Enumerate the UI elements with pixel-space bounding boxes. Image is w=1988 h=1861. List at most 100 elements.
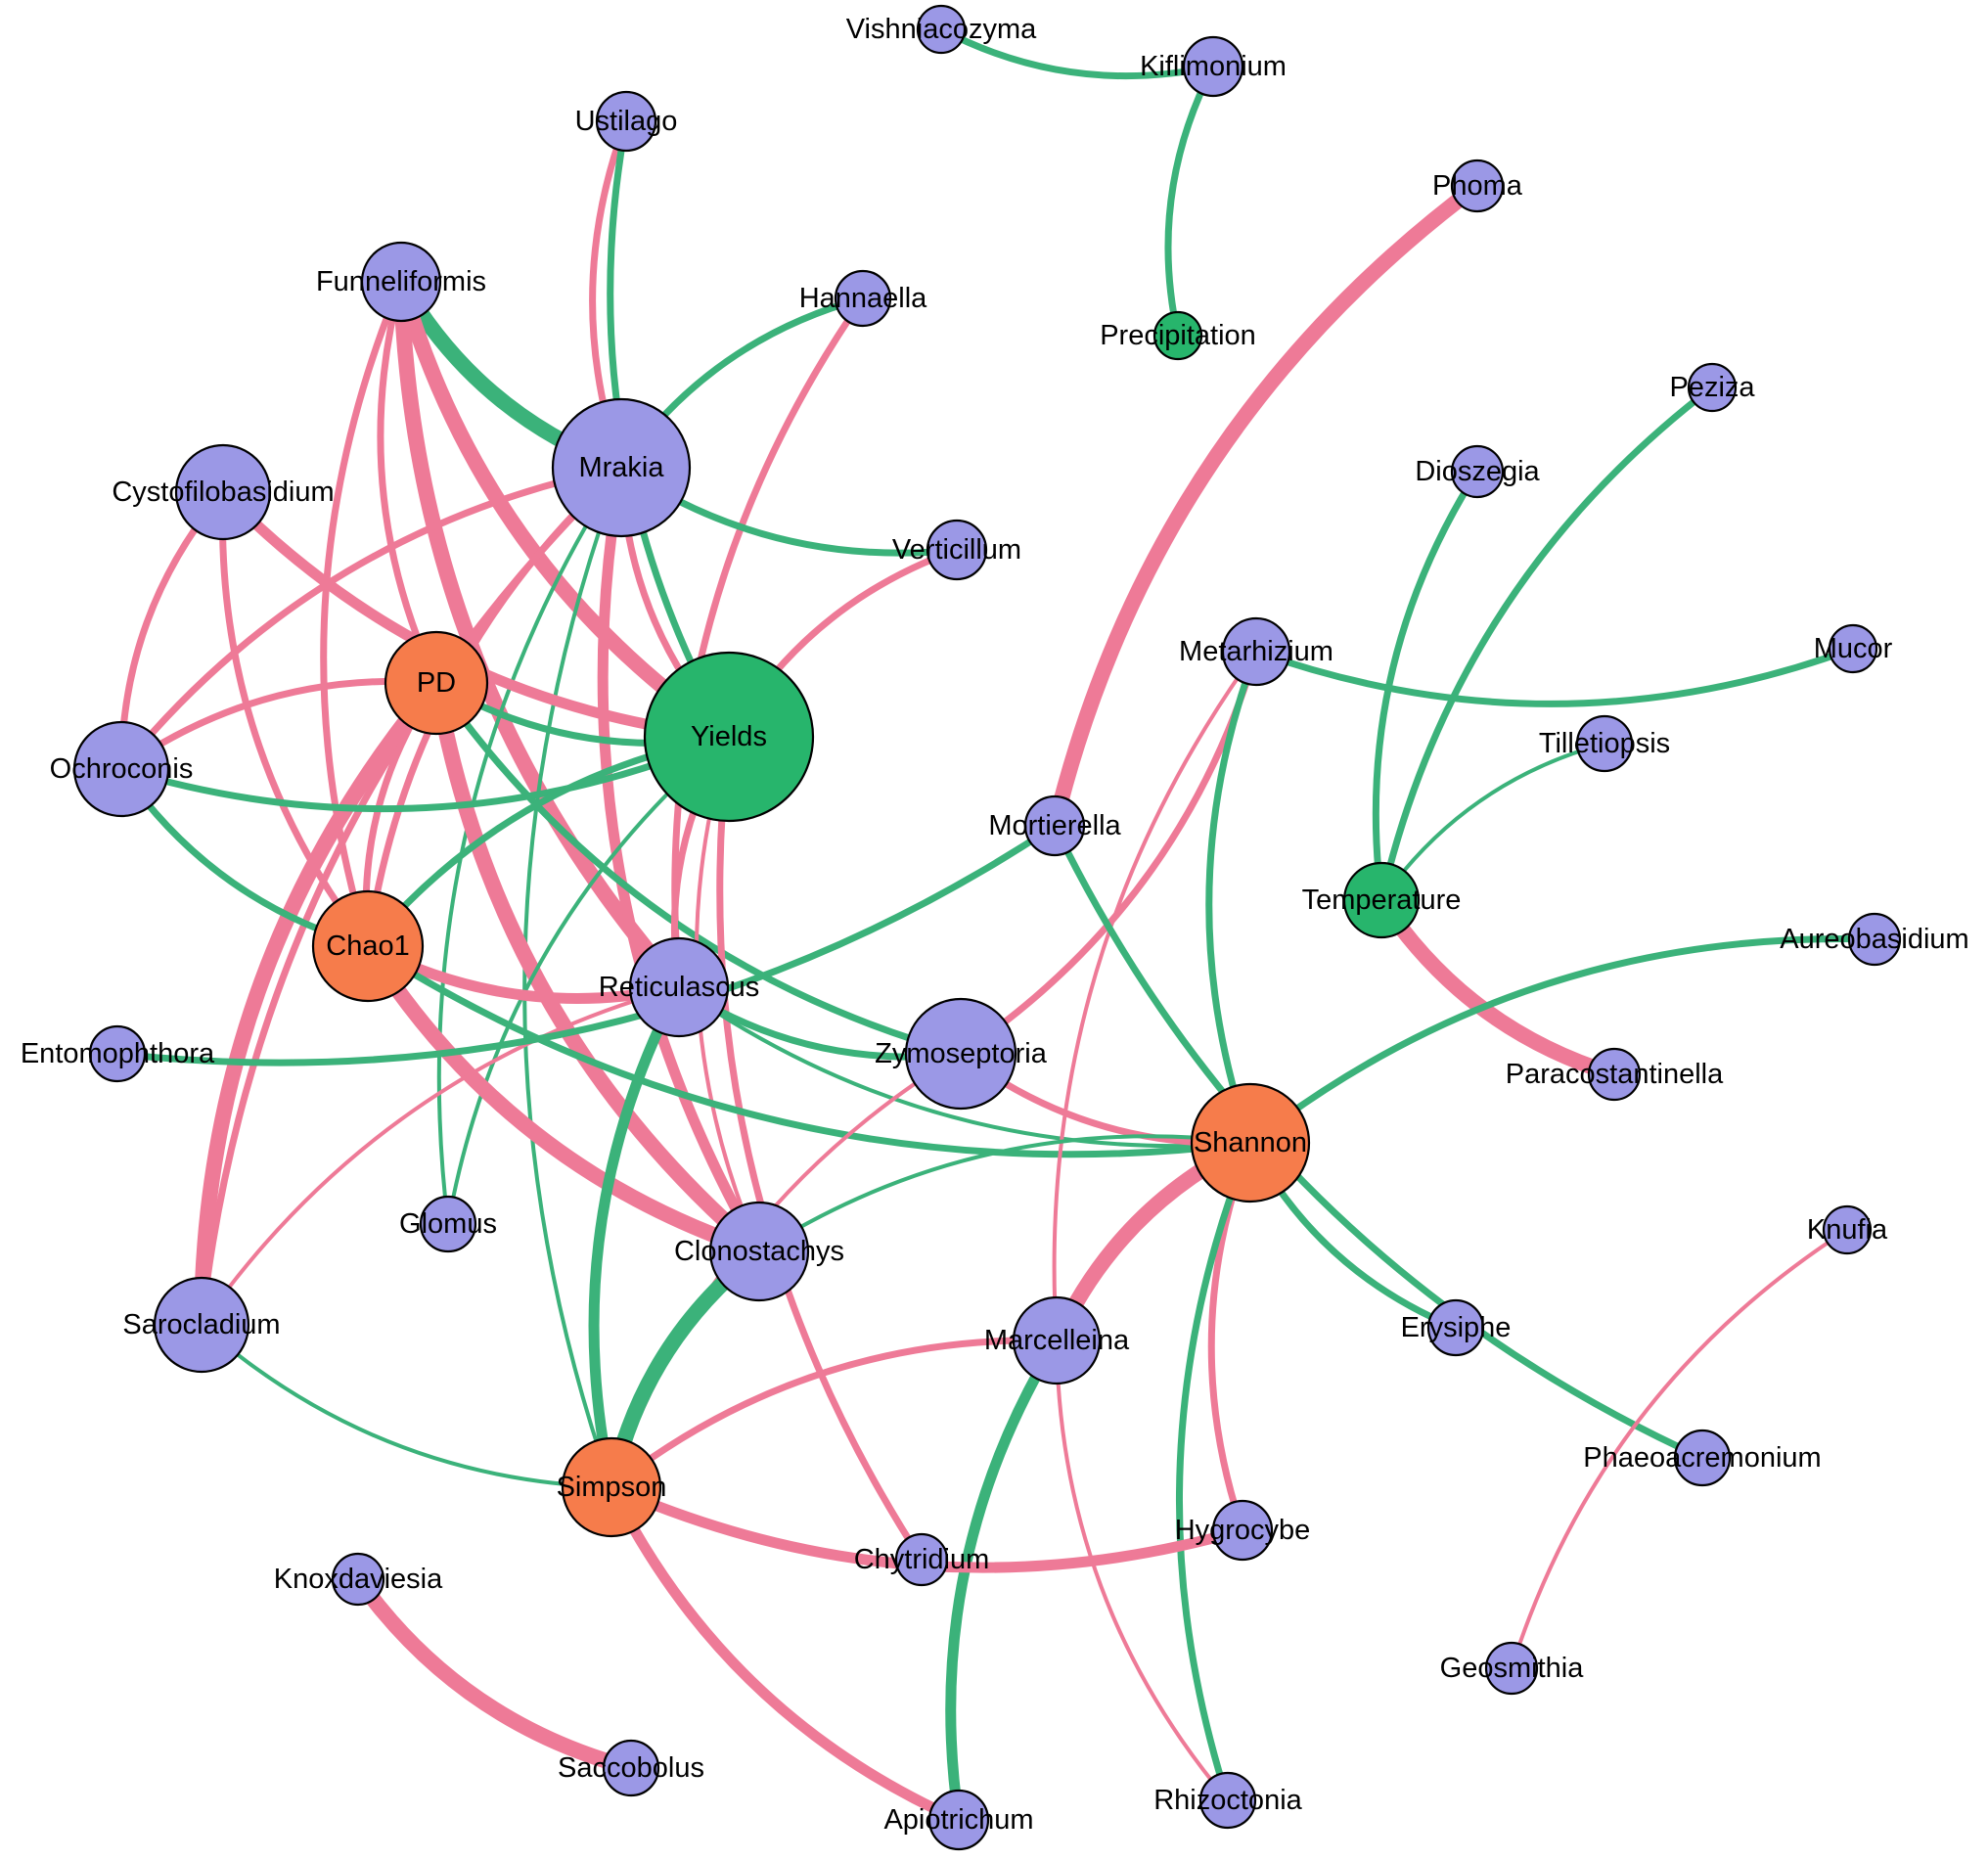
node-circle-glomus — [419, 1195, 477, 1253]
node-chytridium: Chytridium — [854, 1532, 990, 1587]
node-tilletiopsis: Tilletiopsis — [1539, 714, 1670, 773]
node-circle-marcelleina — [1012, 1295, 1102, 1385]
node-label-aureobasidium: Aureobasidium — [1780, 924, 1968, 955]
node-glomus: Glomus — [399, 1195, 497, 1253]
node-circle-precipitation — [1152, 310, 1203, 361]
node-peziza: Peziza — [1669, 362, 1755, 413]
edge-reticulascus-sarocladium — [200, 985, 681, 1327]
node-circle-geosmithia — [1484, 1641, 1539, 1696]
node-circle-erysiphe — [1426, 1298, 1485, 1357]
edge-temperature-paracostantinella — [1374, 892, 1622, 1082]
node-chao1: Chao1 — [311, 889, 425, 1003]
node-label-hygrocybe: Hygrocybe — [1175, 1515, 1311, 1546]
node-yields: Yields — [643, 651, 815, 823]
edge-entomophthora-mortierella — [113, 822, 1059, 1067]
node-dioszegia: Dioszegia — [1415, 444, 1541, 499]
node-circle-ustilago — [595, 90, 657, 153]
node-phaeoacremonium: Phaeoacremonium — [1583, 1429, 1822, 1487]
node-label-clonostachys: Clonostachys — [674, 1236, 844, 1267]
node-aureobasidium: Aureobasidium — [1780, 912, 1969, 967]
node-circle-aureobasidium — [1847, 912, 1902, 967]
node-layer: VishniacozymaKiflimoniumUstilagoPhomaFun… — [21, 4, 1969, 1851]
node-circle-zymoseptoria — [904, 997, 1017, 1111]
node-metarhizium: Metarhizium — [1179, 616, 1333, 687]
node-circle-mortierella — [1023, 794, 1086, 857]
node-shannon: Shannon — [1190, 1082, 1311, 1203]
edge-funneliformis-pd — [377, 278, 440, 687]
node-hannaella: Hannaella — [799, 269, 927, 328]
node-circle-mucor — [1828, 623, 1878, 674]
node-vishniacozyma: Vishniacozyma — [846, 4, 1037, 55]
edge-marcelleina-apiotrichum — [945, 1335, 1062, 1826]
node-label-saccobolus: Saccobolus — [558, 1752, 704, 1784]
node-circle-phaeoacremonium — [1673, 1429, 1732, 1487]
node-circle-yields — [643, 651, 815, 823]
node-label-knufia: Knufia — [1807, 1214, 1888, 1246]
node-label-pd: PD — [417, 667, 456, 699]
edge-reticulascus-simpson — [588, 981, 685, 1493]
edge-hannaella-reticulascus — [671, 295, 867, 991]
node-mucor: Mucor — [1814, 623, 1893, 674]
node-circle-shannon — [1190, 1082, 1311, 1203]
node-sarocladium: Sarocladium — [122, 1276, 281, 1374]
node-label-chytridium: Chytridium — [854, 1544, 990, 1575]
node-circle-reticulascus — [628, 936, 730, 1038]
edge-shannon-clonostachys — [757, 1134, 1252, 1253]
node-circle-hannaella — [834, 269, 892, 328]
node-circle-tilletiopsis — [1575, 714, 1634, 773]
node-circle-cystofilobasidium — [174, 443, 272, 541]
node-circle-dioszegia — [1450, 444, 1505, 499]
node-clonostachys: Clonostachys — [674, 1201, 844, 1302]
node-label-entomophthora: Entomophthora — [21, 1038, 215, 1069]
node-label-simpson: Simpson — [557, 1472, 667, 1503]
edge-pd-sarocladium — [194, 675, 444, 1333]
node-circle-peziza — [1687, 362, 1738, 413]
node-circle-pd — [384, 630, 489, 736]
node-circle-chao1 — [311, 889, 425, 1003]
node-label-mortierella: Mortierella — [988, 810, 1121, 841]
node-label-phoma: Phoma — [1432, 170, 1523, 202]
node-label-peziza: Peziza — [1669, 372, 1755, 403]
edge-reticulascus-shannon — [677, 985, 1252, 1149]
node-apiotrichum: Apiotrichum — [883, 1789, 1034, 1851]
edge-mrakia-ochroconis — [117, 464, 625, 773]
edge-mortierella-phaeoacremonium — [1051, 822, 1706, 1462]
edge-mrakia-simpson — [522, 466, 623, 1489]
node-ustilago: Ustilago — [575, 90, 677, 153]
node-hygrocybe: Hygrocybe — [1175, 1499, 1311, 1562]
node-zymoseptoria: Zymoseptoria — [875, 997, 1048, 1111]
edge-mrakia-sarocladium — [198, 464, 625, 1329]
node-circle-ochroconis — [72, 720, 170, 818]
node-phoma: Phoma — [1432, 159, 1523, 213]
node-label-mucor: Mucor — [1814, 633, 1893, 664]
node-mortierella: Mortierella — [988, 794, 1122, 857]
node-label-sarocladium: Sarocladium — [122, 1309, 280, 1340]
node-label-marcelleina: Marcelleina — [984, 1325, 1130, 1356]
node-label-geosmithia: Geosmithia — [1440, 1653, 1585, 1684]
edge-metarhizium-marcelleina — [1052, 650, 1258, 1342]
edge-phoma-mortierella — [1047, 178, 1485, 834]
node-label-kiflimonium: Kiflimonium — [1140, 51, 1287, 82]
node-label-ochroconis: Ochroconis — [50, 753, 194, 785]
node-circle-sarocladium — [153, 1276, 250, 1374]
node-label-metarhizium: Metarhizium — [1179, 636, 1333, 667]
node-circle-rhizoctonia — [1198, 1771, 1257, 1830]
node-circle-kiflimonium — [1182, 35, 1244, 98]
node-label-verticillum: Verticillum — [892, 534, 1021, 566]
node-label-yields: Yields — [691, 721, 767, 752]
node-label-mrakia: Mrakia — [578, 452, 664, 483]
node-circle-temperature — [1342, 861, 1421, 939]
edge-mrakia-clonostachys — [597, 462, 765, 1257]
node-label-temperature: Temperature — [1302, 885, 1462, 916]
node-label-rhizoctonia: Rhizoctonia — [1153, 1785, 1302, 1816]
node-circle-phoma — [1450, 159, 1505, 213]
node-label-chao1: Chao1 — [326, 930, 409, 962]
node-circle-simpson — [561, 1436, 662, 1538]
node-label-phaeoacremonium: Phaeoacremonium — [1583, 1442, 1821, 1474]
node-label-funneliformis: Funneliformis — [316, 266, 486, 297]
node-knoxdaviesia: Knoxdaviesia — [274, 1552, 443, 1607]
node-circle-paracostantinella — [1587, 1047, 1642, 1102]
node-circle-funneliformis — [360, 241, 442, 323]
edge-funneliformis-chao1 — [320, 278, 405, 950]
node-circle-verticillum — [926, 519, 988, 581]
